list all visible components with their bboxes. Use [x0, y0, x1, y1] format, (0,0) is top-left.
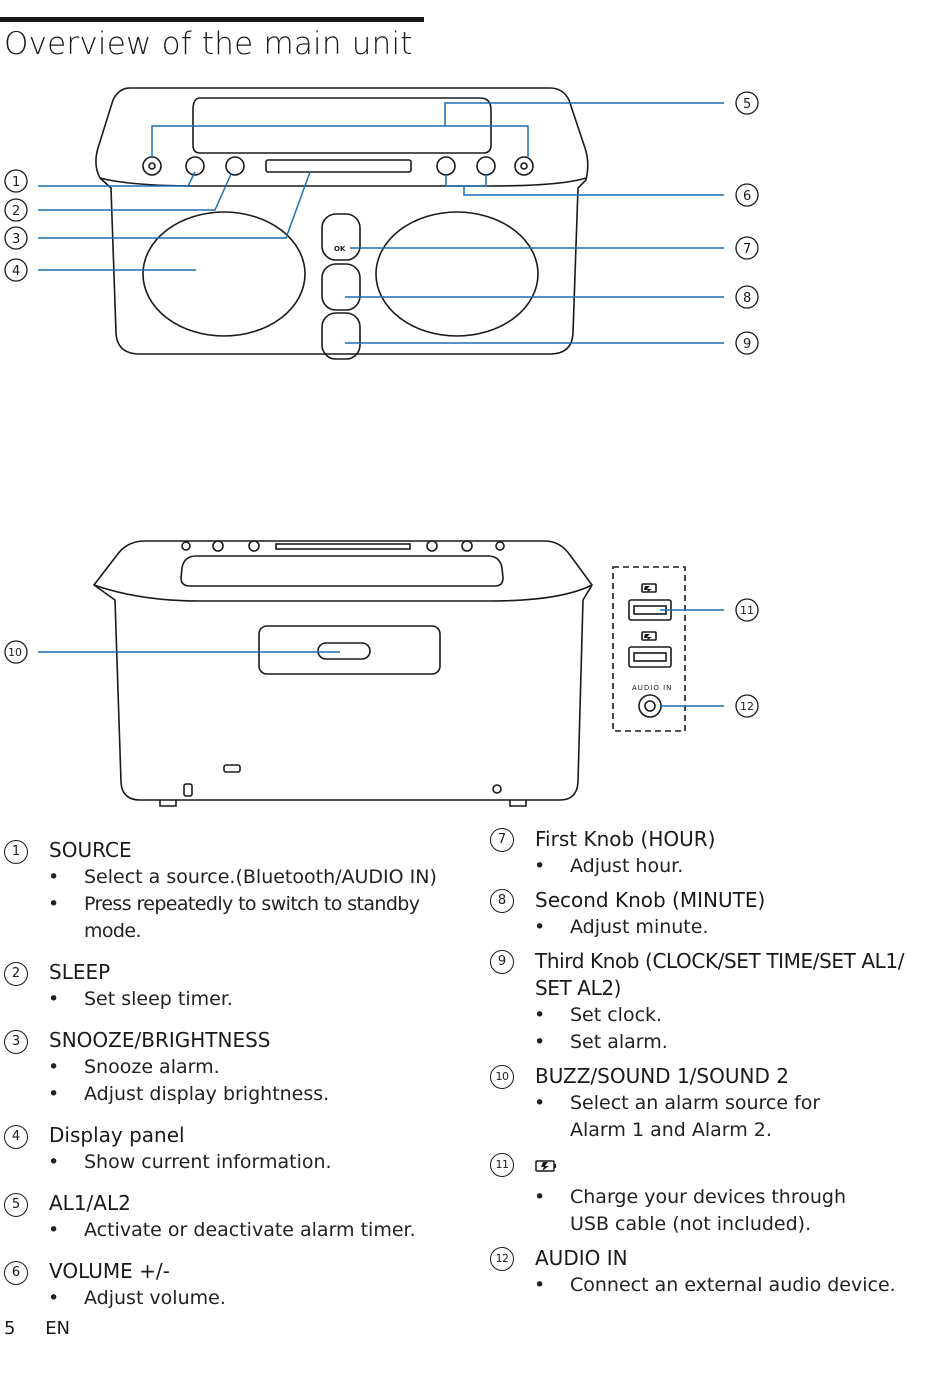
item-volume: 6 VOLUME +/- Adjust volume. — [4, 1258, 444, 1312]
page-number: 5 — [4, 1318, 16, 1339]
svg-text:5: 5 — [743, 97, 751, 112]
item-source: 1 SOURCE Select a source.(Bluetooth/AUDI… — [4, 837, 444, 945]
callout-10: 10 — [4, 640, 28, 664]
item-sleep: 2 SLEEP Set sleep timer. — [4, 959, 444, 1013]
title-rule — [0, 17, 424, 22]
callout-2: 2 — [4, 198, 28, 222]
item-snooze: 3 SNOOZE/BRIGHTNESS Snooze alarm. Adjust… — [4, 1027, 444, 1108]
battery-charge-icon — [535, 1159, 556, 1172]
item-display: 4 Display panel Show current information… — [4, 1122, 444, 1176]
callout-1: 1 — [4, 169, 28, 193]
item-second-knob: 8 Second Knob (MINUTE) Adjust minute. — [490, 887, 930, 941]
item-usb: 11 Charge your devices through USB cable… — [490, 1151, 930, 1238]
svg-text:4: 4 — [12, 264, 20, 279]
callout-11: 11 — [735, 598, 759, 622]
callout-8: 8 — [735, 285, 759, 309]
svg-text:12: 12 — [740, 700, 754, 713]
ok-label: OK — [334, 245, 346, 253]
front-view — [95, 87, 589, 360]
callout-4: 4 — [4, 258, 28, 282]
item-buzz: 10 BUZZ/SOUND 1/SOUND 2 Select an alarm … — [490, 1063, 930, 1144]
page-title: Overview of the main unit — [4, 26, 413, 62]
callout-9: 9 — [735, 331, 759, 355]
rear-view — [92, 540, 593, 807]
items-right: 7 First Knob (HOUR) Adjust hour. 8 Secon… — [490, 826, 930, 1299]
svg-text:2: 2 — [12, 204, 20, 219]
svg-text:9: 9 — [743, 337, 751, 352]
svg-text:6: 6 — [743, 189, 751, 204]
item-third-knob: 9 Third Knob (CLOCK/SET TIME/SET AL1/ SE… — [490, 948, 930, 1056]
item-al: 5 AL1/AL2 Activate or deactivate alarm t… — [4, 1190, 444, 1244]
svg-text:7: 7 — [743, 242, 751, 257]
svg-text:3: 3 — [12, 232, 20, 247]
callout-7: 7 — [735, 236, 759, 260]
svg-text:8: 8 — [743, 291, 751, 306]
item-audio-in: 12 AUDIO IN Connect an external audio de… — [490, 1245, 930, 1299]
callout-6: 6 — [735, 183, 759, 207]
language-code: EN — [45, 1318, 71, 1339]
item-first-knob: 7 First Knob (HOUR) Adjust hour. — [490, 826, 930, 880]
unit-diagram: OK AUDIO IN 1 2 3 4 5 6 7 8 9 10 11 12 — [4, 87, 759, 807]
port-panel — [612, 566, 686, 732]
items-left: 1 SOURCE Select a source.(Bluetooth/AUDI… — [4, 836, 444, 1312]
callout-5: 5 — [735, 91, 759, 115]
svg-text:10: 10 — [8, 646, 22, 659]
svg-text:11: 11 — [740, 604, 754, 617]
audio-in-label: AUDIO IN — [632, 684, 672, 692]
callout-12: 12 — [735, 694, 759, 718]
svg-text:1: 1 — [12, 175, 20, 190]
callout-3: 3 — [4, 226, 28, 250]
page-footer: 5 EN — [4, 1318, 70, 1339]
